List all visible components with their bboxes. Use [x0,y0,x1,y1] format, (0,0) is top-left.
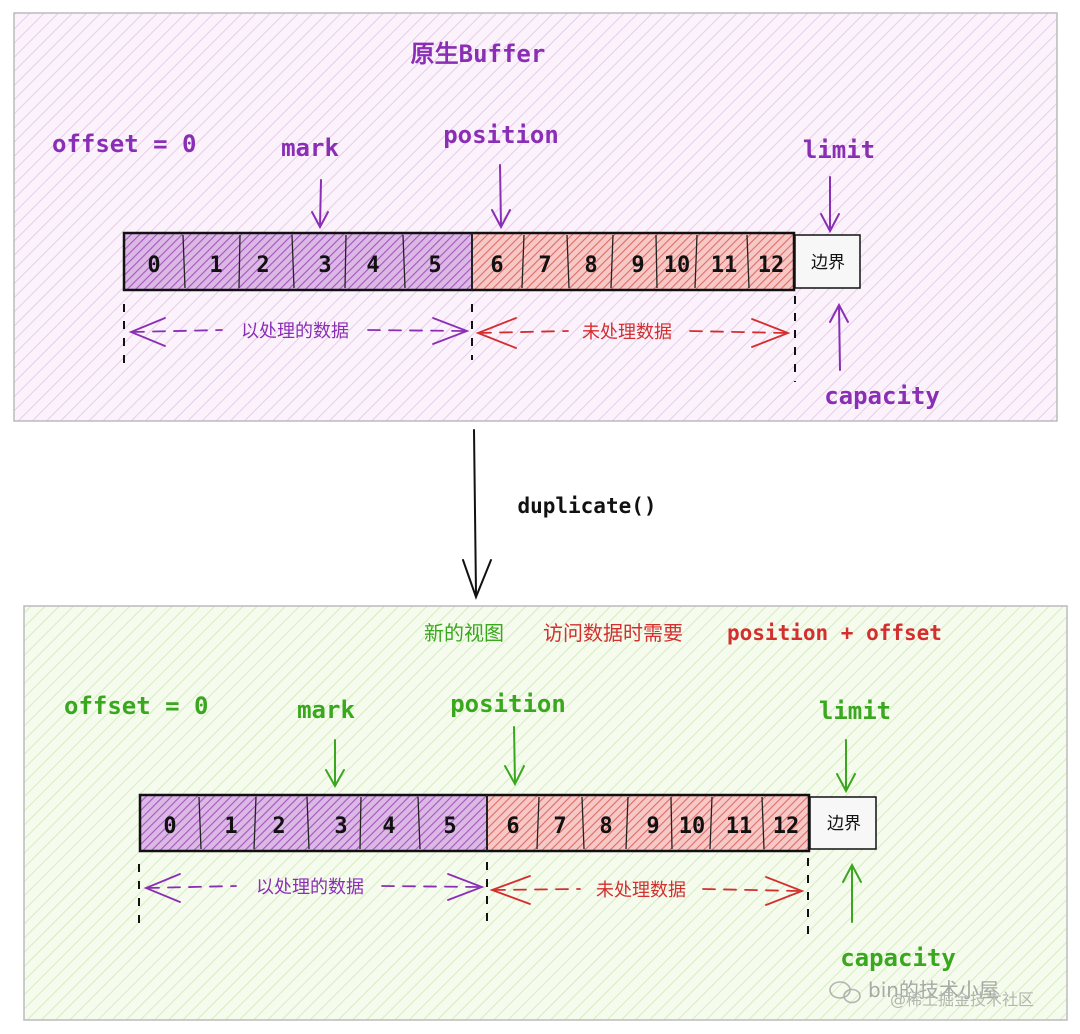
bottom-boundary-label: 边界 [827,814,861,834]
bottom-unprocessed-region [487,795,809,851]
bottom-cell-1: 1 [224,814,237,839]
top-limit-arrow [820,176,840,234]
bottom-processed-label: 以处理的数据 [256,877,364,898]
top-capacity-label: capacity [824,382,940,410]
top-panel: 原生Buffer offset = 0 mark position limit … [13,12,1058,422]
bottom-capacity-arrow [842,862,862,923]
top-mark-label: mark [281,134,339,162]
top-limit-label: limit [803,136,875,164]
bottom-offset-label: offset = 0 [64,692,209,720]
bottom-position-arrow [504,726,525,787]
top-cell-dividers [182,233,750,290]
bottom-guides [138,858,809,940]
bottom-limit-label: limit [819,697,891,725]
top-mark-arrow [311,179,329,230]
bottom-cell-5: 5 [443,814,456,839]
bottom-buffer: 0 1 2 3 4 5 6 7 8 9 10 11 12 边界 [138,793,877,853]
bottom-unprocessed-label: 未处理数据 [596,880,686,901]
watermark-subtext: @稀土掘金技术社区 [890,990,1034,1009]
bottom-cell-3: 3 [334,814,347,839]
bottom-unprocessed-range [489,875,805,906]
top-cell-4: 4 [366,253,379,278]
bottom-cell-dividers [198,795,765,851]
top-unprocessed-region [472,233,794,290]
top-buffer-outline [122,231,796,292]
bottom-mark-label: mark [297,696,355,724]
bottom-cell-9: 9 [646,814,659,839]
top-unprocessed-range [475,317,791,349]
top-cell-3: 3 [318,253,331,278]
top-offset-label: offset = 0 [52,130,197,158]
top-cell-7: 7 [538,253,551,278]
bottom-cell-7: 7 [553,814,566,839]
bottom-position-label: position [450,690,566,718]
bottom-panel: 新的视图 访问数据时需要 position + offset offset = … [23,605,1068,1021]
top-panel-background [13,12,1058,422]
top-cell-10: 10 [664,253,691,278]
bottom-processed-range [143,873,485,903]
bottom-limit-arrow [836,739,856,794]
top-capacity-arrow [829,302,849,371]
bottom-title-part3: position + offset [727,621,942,645]
bottom-capacity-label: capacity [840,944,956,972]
bottom-processed-region [140,795,487,851]
bottom-buffer-outline [138,793,811,853]
top-cell-0: 0 [147,253,160,278]
bottom-cell-2: 2 [272,814,285,839]
top-position-arrow [491,164,511,230]
bottom-title-part1: 新的视图 [424,621,504,645]
top-processed-label: 以处理的数据 [241,321,349,342]
top-cell-9: 9 [631,253,644,278]
wechat-icon [829,981,861,1004]
bottom-cell-8: 8 [599,814,612,839]
top-guides [123,296,796,382]
top-processed-range [128,317,470,347]
bottom-mark-arrow [325,739,345,789]
top-unprocessed-label: 未处理数据 [582,322,672,343]
duplicate-label: duplicate() [517,494,656,518]
bottom-cell-4: 4 [382,814,395,839]
top-cell-1: 1 [209,253,222,278]
top-cell-6: 6 [490,253,503,278]
top-buffer: 0 1 2 3 4 5 6 7 8 9 10 11 12 边界 [122,231,861,292]
bottom-cell-0: 0 [163,814,176,839]
top-boundary-label: 边界 [811,253,845,273]
top-cell-2: 2 [256,253,269,278]
top-processed-region [124,233,472,290]
duplicate-arrow [462,429,492,600]
top-cell-11: 11 [711,253,738,278]
top-boundary-cell [794,234,861,289]
bottom-cell-6: 6 [506,814,519,839]
top-cell-5: 5 [428,253,441,278]
bottom-cell-10: 10 [679,814,706,839]
bottom-title-part2: 访问数据时需要 [543,621,683,645]
watermark: bin的技术小屋 @稀土掘金技术社区 [829,978,1034,1009]
top-position-label: position [443,121,559,149]
bottom-cell-11: 11 [726,814,753,839]
top-cell-8: 8 [584,253,597,278]
top-title: 原生Buffer [411,40,546,68]
bottom-cell-12: 12 [773,814,800,839]
bottom-boundary-cell [809,796,877,850]
watermark-text: bin的技术小屋 [868,978,999,1002]
top-cell-12: 12 [758,253,785,278]
